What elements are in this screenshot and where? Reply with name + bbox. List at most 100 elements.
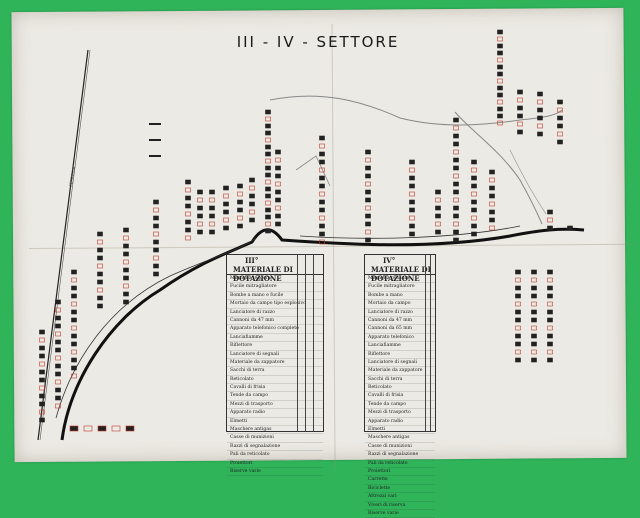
emplacement-marker: [319, 215, 325, 221]
emplacement-marker: [497, 92, 503, 98]
emplacement-marker: [153, 223, 159, 229]
emplacement-marker: [319, 231, 325, 237]
emplacement-marker: [55, 331, 61, 337]
emplacement-marker: [97, 247, 103, 253]
emplacement-marker: [319, 143, 325, 149]
emplacement-marker: [153, 263, 159, 269]
table-iv-row: Cannoni da 65 mm: [365, 325, 435, 334]
emplacement-marker: [409, 167, 415, 173]
table-iii-title: MATERIALE DI DOTAZIONE: [233, 265, 293, 283]
emplacement-marker: [557, 131, 563, 137]
emplacement-marker: [515, 325, 521, 331]
emplacement-marker: [517, 129, 523, 135]
table-iii-row: Sacchi di terra: [227, 367, 323, 376]
emplacement-marker: [265, 228, 271, 234]
table-iv-row: Carrette: [365, 476, 435, 485]
emplacement-marker: [185, 203, 191, 209]
emplacement-marker: [531, 309, 537, 315]
emplacement-marker: [185, 179, 191, 185]
emplacement-marker: [83, 425, 93, 432]
emplacement-marker: [71, 293, 77, 299]
emplacement-marker: [265, 116, 271, 122]
emplacement-marker: [275, 181, 281, 187]
emplacement-marker: [531, 285, 537, 291]
emplacement-marker: [71, 309, 77, 315]
emplacement-marker: [435, 229, 441, 235]
emplacement-marker: [275, 165, 281, 171]
table-iv-row: Riserve varie: [365, 510, 435, 518]
table-iii-row: Maschere antigas: [227, 426, 323, 435]
table-iv-row: Apparato telefonico: [365, 334, 435, 343]
table-iv-row: Elmetti: [365, 426, 435, 435]
emplacement-marker: [197, 205, 203, 211]
emplacement-marker: [497, 50, 503, 56]
emplacement-marker: [153, 215, 159, 221]
table-iii-row: Proiettori: [227, 460, 323, 468]
emplacement-marker: [453, 189, 459, 195]
emplacement-marker: [265, 172, 271, 178]
emplacement-marker: [531, 301, 537, 307]
emplacement-marker: [223, 217, 229, 223]
emplacement-marker: [515, 357, 521, 363]
emplacement-marker: [71, 301, 77, 307]
emplacement-marker: [547, 309, 553, 315]
emplacement-marker: [497, 85, 503, 91]
emplacement-marker: [517, 89, 523, 95]
table-iii-row: Pali da reticolato: [227, 451, 323, 460]
emplacement-marker: [265, 221, 271, 227]
emplacement-marker: [97, 231, 103, 237]
emplacement-marker: [409, 159, 415, 165]
emplacement-marker: [319, 175, 325, 181]
table-iii-number: III°: [245, 256, 259, 265]
emplacement-marker: [435, 189, 441, 195]
emplacement-marker: [547, 293, 553, 299]
emplacement-marker: [365, 149, 371, 155]
emplacement-marker: [71, 285, 77, 291]
emplacement-marker: [71, 269, 77, 275]
emplacement-marker: [497, 106, 503, 112]
emplacement-marker: [123, 251, 129, 257]
emplacement-marker: [453, 205, 459, 211]
emplacement-marker: [531, 269, 537, 275]
emplacement-marker: [39, 385, 45, 391]
emplacement-marker: [197, 229, 203, 235]
emplacement-marker: [39, 337, 45, 343]
emplacement-marker: [249, 193, 255, 199]
emplacement-marker: [365, 205, 371, 211]
emplacement-marker: [209, 205, 215, 211]
emplacement-marker: [223, 225, 229, 231]
emplacement-marker: [153, 271, 159, 277]
emplacement-marker: [547, 209, 553, 215]
emplacement-marker: [557, 123, 563, 129]
emplacement-marker: [409, 207, 415, 213]
emplacement-marker: [265, 214, 271, 220]
emplacement-marker: [265, 123, 271, 129]
emplacement-marker: [69, 425, 79, 432]
emplacement-marker: [185, 187, 191, 193]
emplacement-marker: [249, 209, 255, 215]
emplacement-marker: [453, 165, 459, 171]
emplacement-marker: [39, 345, 45, 351]
emplacement-marker: [409, 175, 415, 181]
emplacement-marker: [365, 237, 371, 243]
emplacement-marker: [319, 199, 325, 205]
emplacement-marker: [123, 267, 129, 273]
emplacement-marker: [55, 347, 61, 353]
emplacement-marker: [71, 341, 77, 347]
emplacement-marker: [275, 157, 281, 163]
emplacement-marker: [517, 113, 523, 119]
emplacement-marker: [319, 167, 325, 173]
table-iv-row: Materiale da zappatore: [365, 367, 435, 376]
table-iii-row: Riflettore: [227, 342, 323, 351]
emplacement-marker: [249, 201, 255, 207]
emplacement-marker: [55, 395, 61, 401]
emplacement-marker: [71, 317, 77, 323]
table-iv-row: Maschere antigas: [365, 434, 435, 443]
emplacement-marker: [153, 247, 159, 253]
emplacement-marker: [547, 341, 553, 347]
emplacement-marker: [471, 231, 477, 237]
table-iv-row: Riflettore: [365, 351, 435, 359]
table-iv-row: Razzi di segnalazione: [365, 451, 435, 460]
emplacement-marker: [223, 201, 229, 207]
emplacement-marker: [515, 309, 521, 315]
